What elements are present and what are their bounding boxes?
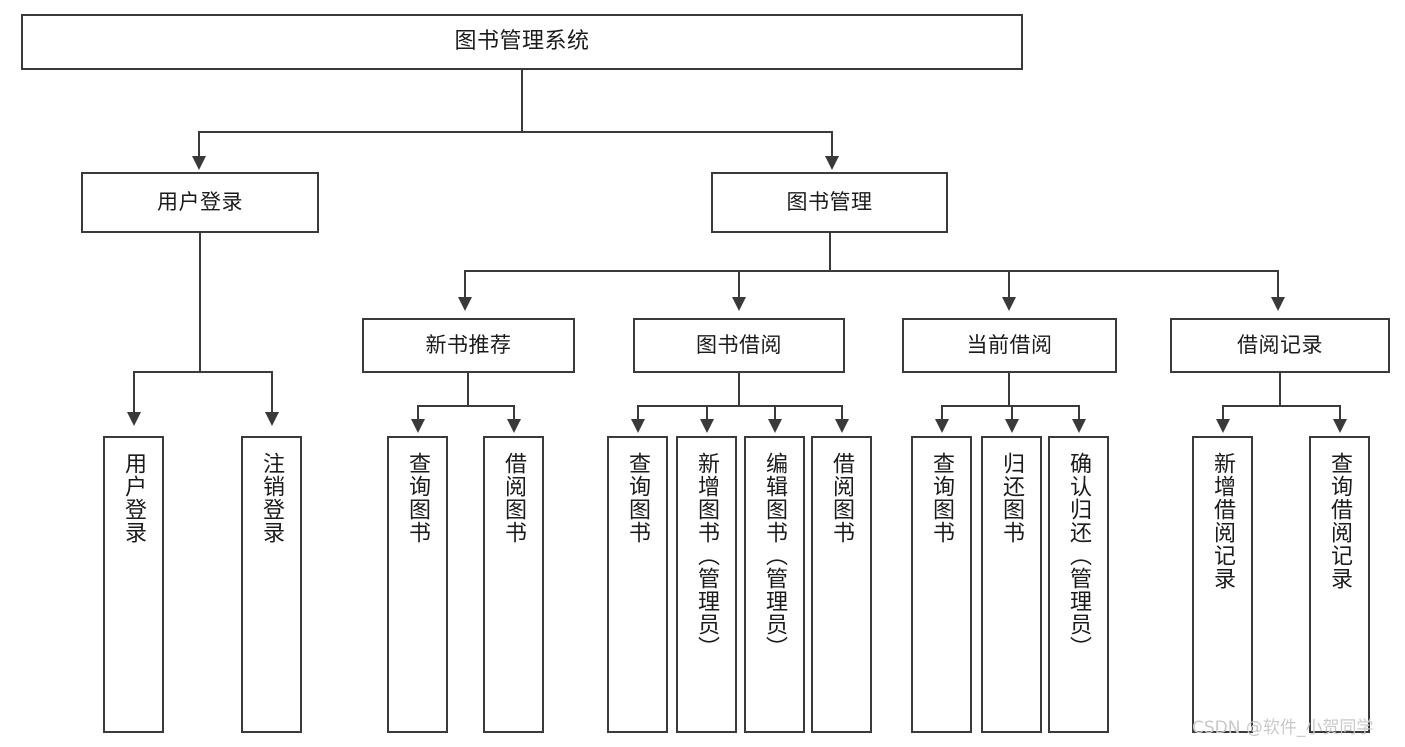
connector-to-user-login <box>198 131 200 158</box>
connector-nbr-leaf-1 <box>417 405 419 421</box>
connector-book-borrow-stem <box>738 373 740 406</box>
leaf-book-borrow-edit-book[interactable]: 编辑图书（管理员） <box>744 436 805 733</box>
node-label: 当前借阅 <box>966 333 1053 358</box>
leaf-user-login-login[interactable]: 用户登录 <box>103 436 164 733</box>
arrowhead-to-book-borrow <box>732 297 746 311</box>
node-new-book-recommend[interactable]: 新书推荐 <box>362 318 575 373</box>
node-label: 新书推荐 <box>425 333 512 358</box>
node-label: 借阅图书 <box>829 452 855 544</box>
node-root-book-management-system[interactable]: 图书管理系统 <box>21 14 1023 70</box>
leaf-borrow-record-query-record[interactable]: 查询借阅记录 <box>1309 436 1370 733</box>
arrowhead-nbr-leaf-2 <box>507 419 521 433</box>
arrowhead-to-current-borrow <box>1002 297 1016 311</box>
connector-current-borrow-stem <box>1008 373 1010 406</box>
connector-new-book-recommend-bus <box>417 405 514 407</box>
leaf-new-book-borrow-book[interactable]: 借阅图书 <box>483 436 544 733</box>
node-label: 图书借阅 <box>696 333 782 358</box>
node-label: 编辑图书（管理员） <box>762 452 788 659</box>
connector-cb-leaf-2 <box>1011 405 1013 421</box>
node-label: 借阅记录 <box>1237 333 1323 358</box>
connector-level1-bus <box>198 131 832 133</box>
connector-borrow-record-bus <box>1222 405 1340 407</box>
connector-user-login-stem <box>199 233 201 372</box>
arrowhead-bb-leaf-3 <box>768 419 782 433</box>
arrowhead-br-leaf-2 <box>1333 419 1347 433</box>
arrowhead-cb-leaf-3 <box>1072 419 1086 433</box>
connector-book-borrow-bus <box>637 405 842 407</box>
node-label: 查询借阅记录 <box>1327 452 1353 590</box>
leaf-book-borrow-query-book[interactable]: 查询图书 <box>607 436 668 733</box>
node-book-borrow[interactable]: 图书借阅 <box>633 318 845 373</box>
connector-borrow-record-stem <box>1279 373 1281 406</box>
leaf-current-borrow-confirm-return[interactable]: 确认归还（管理员） <box>1048 436 1109 733</box>
node-label: 借阅图书 <box>501 452 527 544</box>
connector-user-login-bus <box>133 371 272 373</box>
leaf-user-login-logout[interactable]: 注销登录 <box>241 436 302 733</box>
connector-br-leaf-2 <box>1339 405 1341 421</box>
connector-user-login-leaf-1 <box>133 371 135 414</box>
connector-bb-leaf-4 <box>841 405 843 421</box>
node-label: 查询图书 <box>929 452 955 544</box>
arrowhead-bb-leaf-2 <box>700 419 714 433</box>
arrowhead-bb-leaf-4 <box>835 419 849 433</box>
node-book-management[interactable]: 图书管理 <box>711 172 948 233</box>
arrowhead-to-book-management <box>825 156 839 170</box>
leaf-new-book-query-book[interactable]: 查询图书 <box>387 436 448 733</box>
node-user-login[interactable]: 用户登录 <box>81 172 319 233</box>
connector-book-management-stem <box>829 233 831 271</box>
node-label: 图书管理系统 <box>454 29 590 55</box>
csdn-watermark: CSDN @软件_小贺同学 <box>1192 718 1374 738</box>
leaf-current-borrow-query-book[interactable]: 查询图书 <box>911 436 972 733</box>
leaf-borrow-record-add-record[interactable]: 新增借阅记录 <box>1192 436 1253 733</box>
connector-bb-leaf-3 <box>774 405 776 421</box>
node-label: 注销登录 <box>259 452 285 544</box>
node-label: 用户登录 <box>157 190 243 215</box>
connector-new-book-recommend-stem <box>467 373 469 406</box>
node-label: 确认归还（管理员） <box>1066 452 1092 659</box>
node-label: 新增图书（管理员） <box>694 452 720 659</box>
node-label: 图书管理 <box>786 190 873 215</box>
node-borrow-record[interactable]: 借阅记录 <box>1170 318 1390 373</box>
connector-current-borrow-bus <box>941 405 1079 407</box>
arrowhead-cb-leaf-2 <box>1005 419 1019 433</box>
node-label: 查询图书 <box>405 452 431 544</box>
arrowhead-nbr-leaf-1 <box>411 419 425 433</box>
arrowhead-user-login-leaf-1 <box>127 412 141 426</box>
connector-root-stem <box>521 70 523 132</box>
connector-br-leaf-1 <box>1222 405 1224 421</box>
arrowhead-bb-leaf-1 <box>631 419 645 433</box>
arrowhead-br-leaf-1 <box>1216 419 1230 433</box>
connector-level2-bus <box>464 270 1278 272</box>
connector-nbr-leaf-2 <box>513 405 515 421</box>
arrowhead-to-user-login <box>192 156 206 170</box>
connector-to-book-management <box>831 131 833 158</box>
node-label: 新增借阅记录 <box>1210 452 1236 590</box>
leaf-book-borrow-borrow-book[interactable]: 借阅图书 <box>811 436 872 733</box>
connector-user-login-leaf-2 <box>271 371 273 414</box>
arrowhead-to-new-book-recommend <box>458 297 472 311</box>
connector-to-book-borrow <box>738 270 740 299</box>
arrowhead-user-login-leaf-2 <box>265 412 279 426</box>
node-current-borrow[interactable]: 当前借阅 <box>902 318 1117 373</box>
node-label: 用户登录 <box>121 452 147 544</box>
leaf-current-borrow-return-book[interactable]: 归还图书 <box>981 436 1042 733</box>
node-label: 查询图书 <box>625 452 651 544</box>
leaf-book-borrow-add-book[interactable]: 新增图书（管理员） <box>676 436 737 733</box>
arrowhead-cb-leaf-1 <box>935 419 949 433</box>
connector-cb-leaf-1 <box>941 405 943 421</box>
arrowhead-to-borrow-record <box>1271 297 1285 311</box>
connector-to-borrow-record <box>1277 270 1279 299</box>
connector-to-current-borrow <box>1008 270 1010 299</box>
connector-bb-leaf-2 <box>706 405 708 421</box>
connector-cb-leaf-3 <box>1078 405 1080 421</box>
connector-bb-leaf-1 <box>637 405 639 421</box>
connector-to-new-book-recommend <box>464 270 466 299</box>
node-label: 归还图书 <box>999 452 1025 544</box>
